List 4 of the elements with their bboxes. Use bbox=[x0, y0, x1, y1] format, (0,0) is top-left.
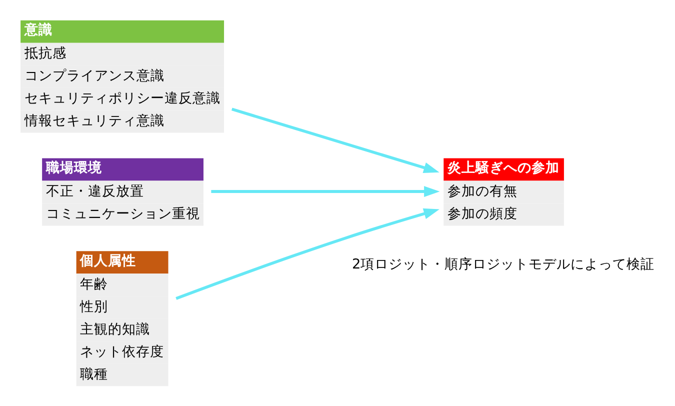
arrow bbox=[176, 208, 440, 300]
arrow bbox=[211, 186, 440, 197]
arrow bbox=[231, 108, 440, 174]
label: 2項ロジット・順序ロジットモデルによって検証 bbox=[352, 256, 655, 272]
